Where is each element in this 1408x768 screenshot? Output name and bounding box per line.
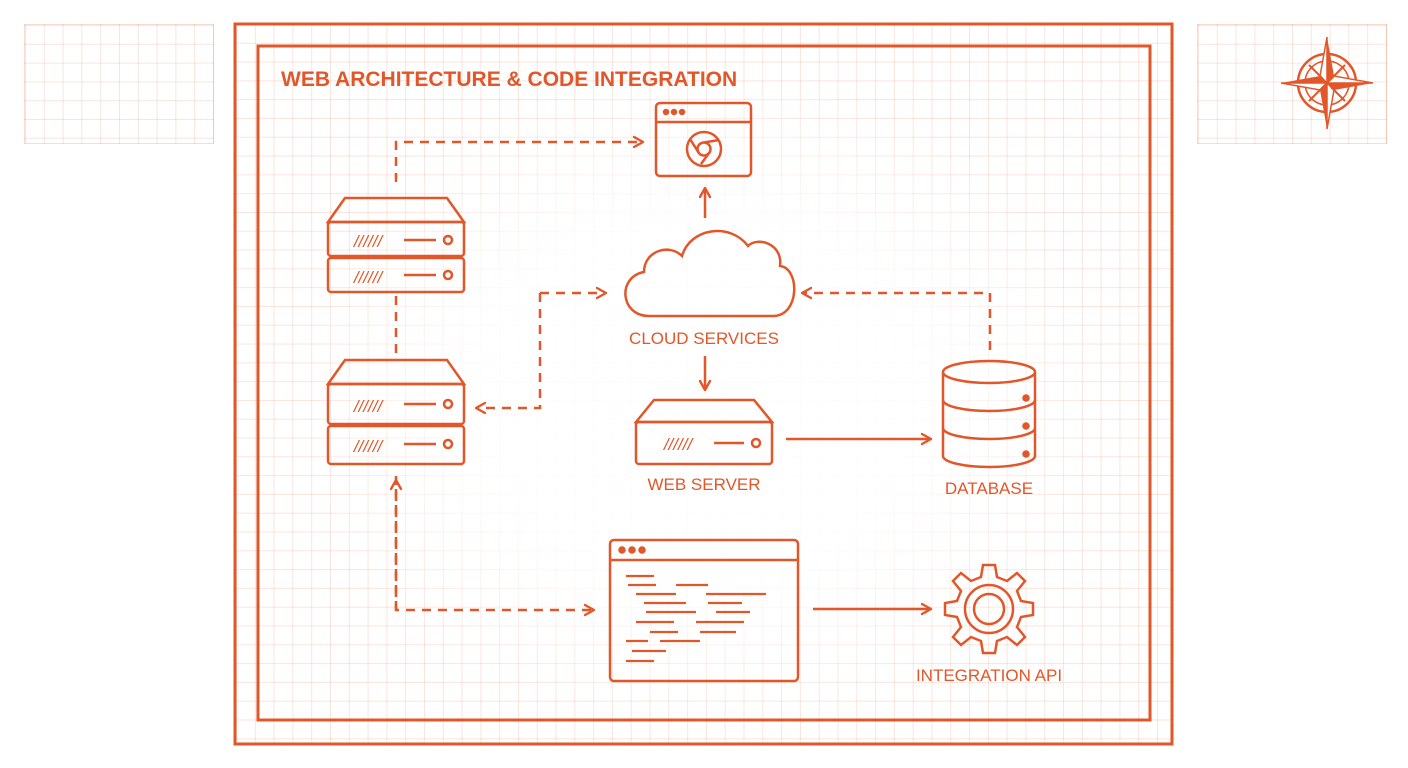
label-integration-api: INTEGRATION API [916,666,1062,685]
code-editor-window-icon [608,538,800,683]
label-cloud-services: CLOUD SERVICES [629,329,779,348]
cloud-icon [624,229,796,318]
chrome-logo-icon [685,130,723,168]
database-icon [941,359,1037,469]
compass-rose-icon [1280,36,1374,130]
server-stripes: ////// [663,435,695,454]
server-rack-icon: ////// ////// [325,196,467,294]
label-database: DATABASE [945,479,1033,498]
connector-server-to-browser [394,135,645,182]
inner-frame [256,44,1152,722]
web-server-icon: ////// [633,398,775,466]
server-stripes: ////// [353,397,385,416]
server-stripes: ////// [353,437,385,456]
diagram-title: WEB ARCHITECTURE & CODE INTEGRATION [281,68,737,91]
grid-panel-left [24,24,214,144]
browser-window-icon [654,101,753,178]
connector-database-to-cloud [800,286,992,350]
label-web-server: WEB SERVER [647,475,760,494]
connector-cloud-to-server [474,293,542,415]
connectors [389,135,992,617]
outer-frame [233,22,1174,746]
gear-icon [943,563,1035,655]
server-stripes: ////// [353,232,385,251]
connector-server-to-code [394,476,596,617]
server-stripes: ////// [353,268,385,287]
server-rack-icon: ////// ////// [325,358,467,466]
